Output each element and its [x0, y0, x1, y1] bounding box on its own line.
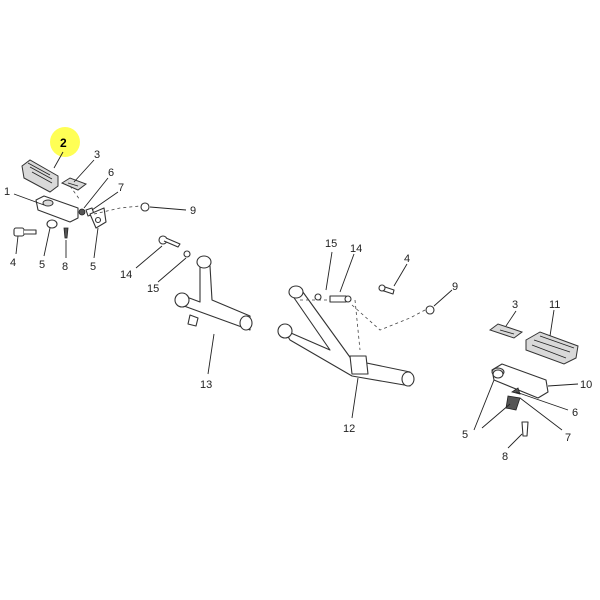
footpeg-bracket-part	[35, 195, 79, 223]
right-footpeg-assembly	[488, 323, 579, 437]
callout-1: 1	[4, 186, 10, 198]
callout-8: 8	[62, 261, 68, 273]
callout-14: 14	[120, 269, 132, 281]
callout-6: 6	[572, 407, 578, 419]
callout-8: 8	[502, 451, 508, 463]
callout-5: 5	[90, 261, 96, 273]
callout-15: 15	[325, 238, 337, 250]
rubber-footpeg-part	[21, 159, 59, 193]
pin-part	[13, 227, 37, 237]
callout-4: 4	[10, 257, 16, 269]
callout-3: 3	[512, 299, 518, 311]
callout-11: 11	[549, 299, 560, 311]
nut-part	[140, 202, 150, 212]
washer-part	[183, 250, 191, 258]
callout-2: 2	[60, 136, 67, 150]
callout-4: 4	[404, 253, 410, 265]
callout-5: 5	[462, 429, 468, 441]
callout-12: 12	[343, 423, 355, 435]
callout-labels: 2 3 6 7 1 9 4 5 8 5 14 15 13 15 14 4 9 1…	[4, 136, 592, 463]
screw-part	[63, 227, 69, 239]
callout-9: 9	[452, 281, 458, 293]
washer-part	[46, 219, 58, 229]
bolt-part	[158, 235, 181, 248]
leader-lines	[13, 151, 579, 449]
callout-7: 7	[565, 432, 571, 444]
left-footpeg-assembly	[13, 159, 150, 239]
callout-10: 10	[580, 379, 592, 391]
callout-14: 14	[350, 243, 362, 255]
left-support-assembly	[158, 235, 253, 331]
callout-13: 13	[200, 379, 212, 391]
center-support-assembly	[277, 284, 435, 387]
callout-3: 3	[94, 149, 100, 161]
callout-5: 5	[39, 259, 45, 271]
spring-part	[78, 208, 86, 216]
plate-part	[60, 177, 88, 191]
callout-6: 6	[108, 167, 114, 179]
callout-15: 15	[147, 283, 159, 295]
callout-9: 9	[190, 205, 196, 217]
part-2-highlight	[50, 127, 80, 157]
callout-7: 7	[118, 182, 124, 194]
